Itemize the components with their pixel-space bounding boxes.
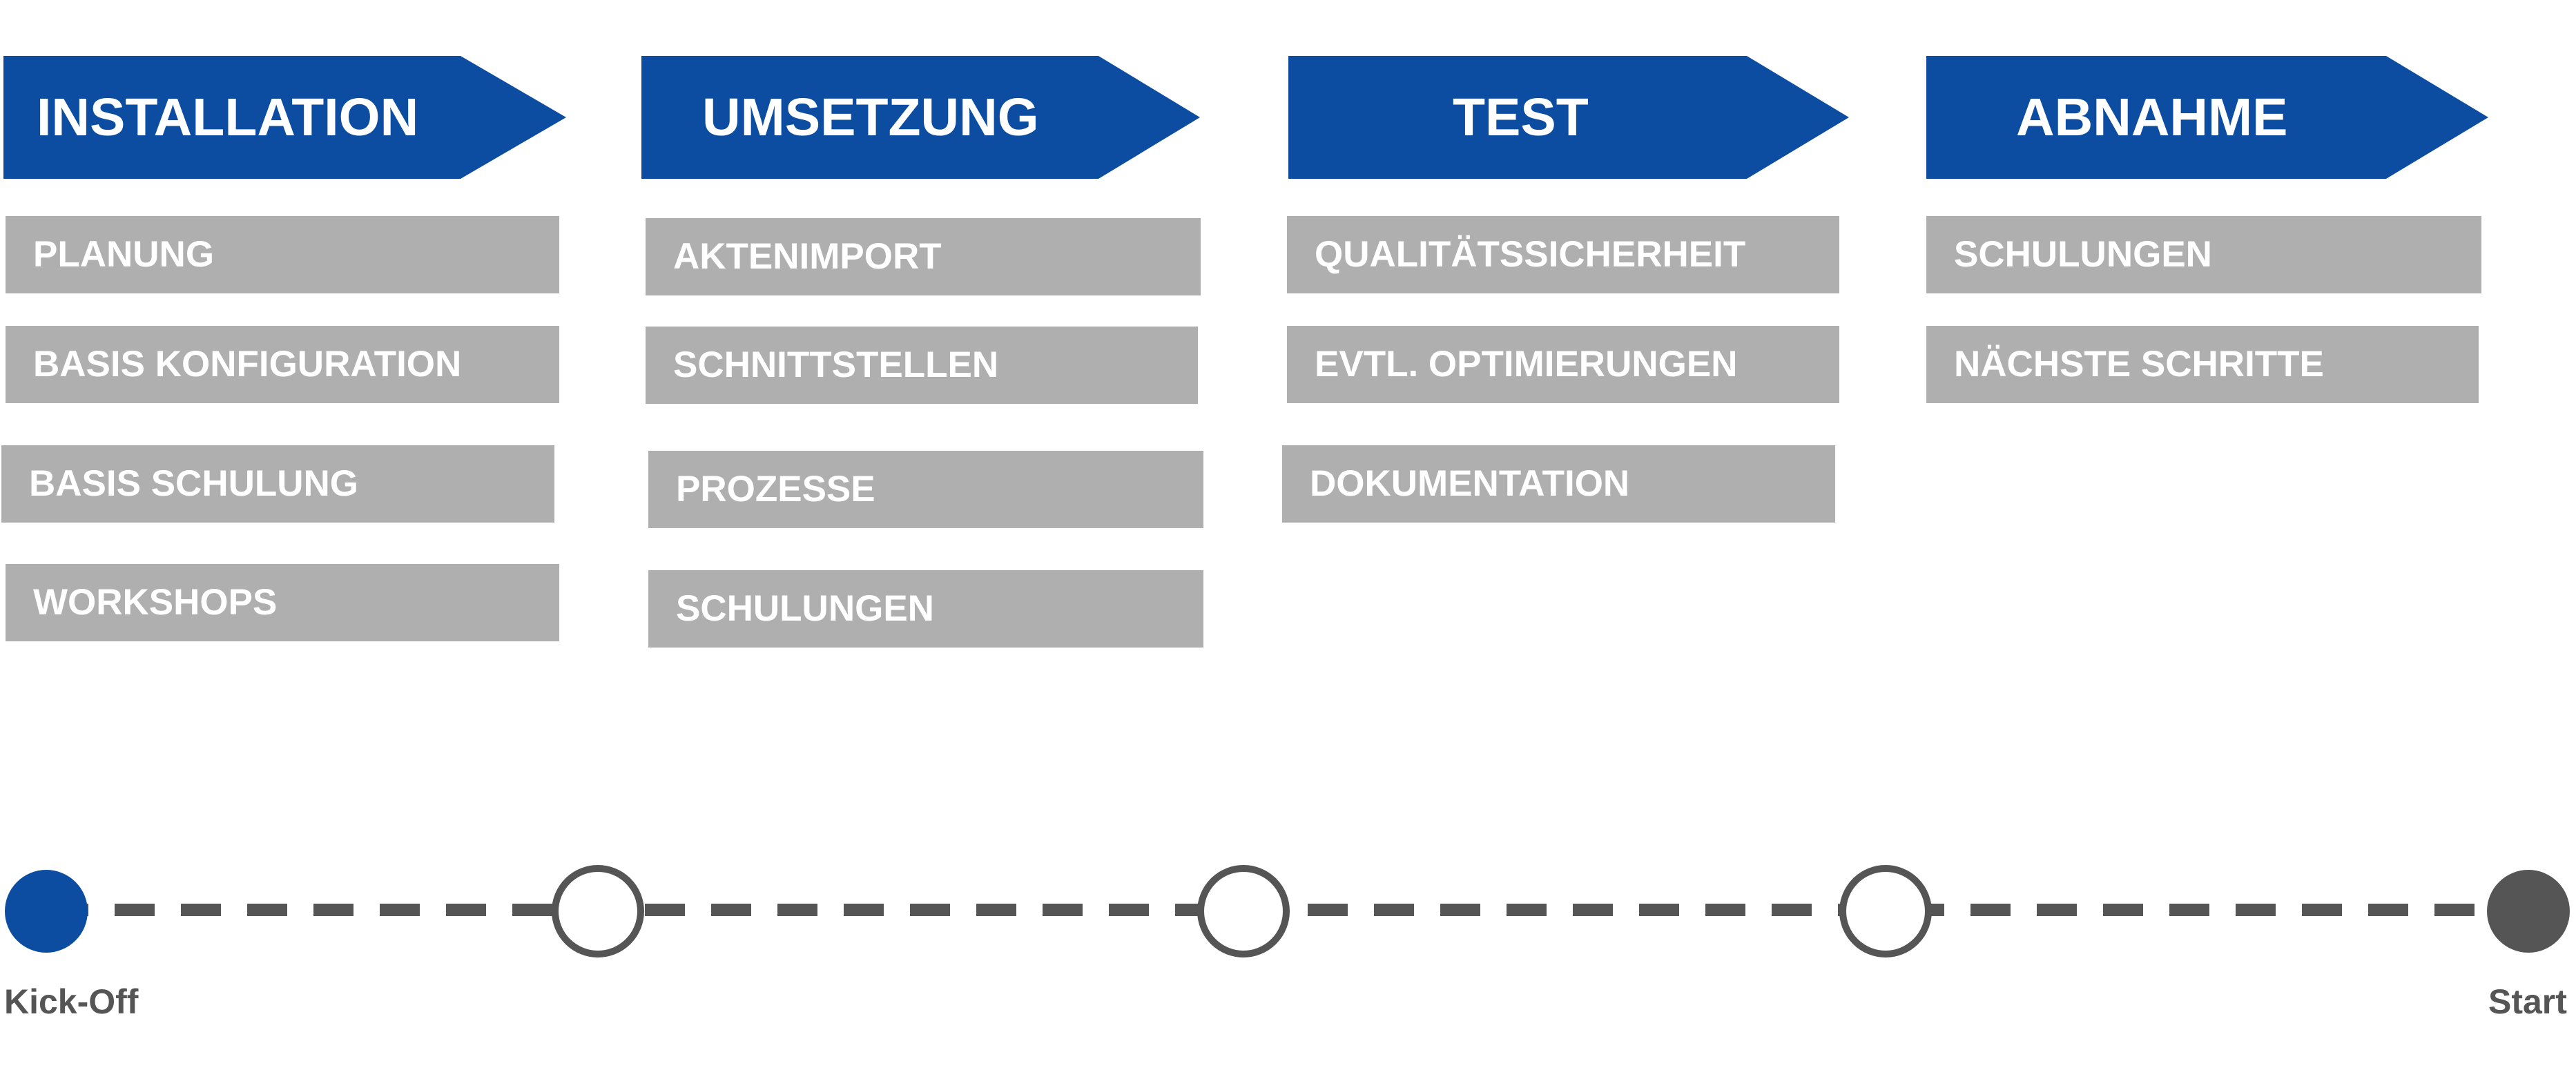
phase-abnahme: ABNAHME <box>1926 56 2488 179</box>
task-planung: PLANUNG <box>6 216 559 293</box>
task-schnittstellen: SCHNITTSTELLEN <box>646 327 1198 404</box>
task-evtl-optimierungen: EVTL. OPTIMIERUNGEN <box>1287 326 1839 403</box>
task-prozesse: PROZESSE <box>648 451 1203 528</box>
task-workshops: WORKSHOPS <box>6 564 559 641</box>
phase-title: INSTALLATION <box>37 88 419 147</box>
phase-arrow-shape <box>1288 56 1849 179</box>
phase-arrow-shape <box>1926 56 2488 179</box>
milestone-3 <box>1197 865 1290 958</box>
task-basis-schulung: BASIS SCHULUNG <box>1 445 554 523</box>
phase-umsetzung: UMSETZUNG <box>641 56 1200 179</box>
task-schulungen-umsetzung: SCHULUNGEN <box>648 570 1203 648</box>
task-dokumentation: DOKUMENTATION <box>1282 445 1835 523</box>
phase-installation: INSTALLATION <box>3 56 566 179</box>
phase-test: TEST <box>1288 56 1849 179</box>
kickoff-label: Kick-Off <box>4 982 139 1021</box>
phase-title: TEST <box>1453 88 1589 147</box>
phase-title: ABNAHME <box>2016 88 2288 147</box>
task-qualitaetssicherheit: QUALITÄTSSICHERHEIT <box>1287 216 1839 293</box>
phase-arrow-shape <box>641 56 1200 179</box>
milestone-4 <box>1839 865 1932 958</box>
milestone-kickoff <box>5 870 88 953</box>
phase-arrow-shape <box>3 56 566 179</box>
task-aktenimport: AKTENIMPORT <box>646 218 1201 295</box>
start-label: Start <box>2488 982 2567 1021</box>
milestone-start <box>2487 870 2570 953</box>
phase-title: UMSETZUNG <box>702 88 1039 147</box>
milestone-2 <box>552 865 644 958</box>
task-schulungen-abnahme: SCHULUNGEN <box>1926 216 2481 293</box>
task-basis-konfiguration: BASIS KONFIGURATION <box>6 326 559 403</box>
task-naechste-schritte: NÄCHSTE SCHRITTE <box>1926 326 2479 403</box>
